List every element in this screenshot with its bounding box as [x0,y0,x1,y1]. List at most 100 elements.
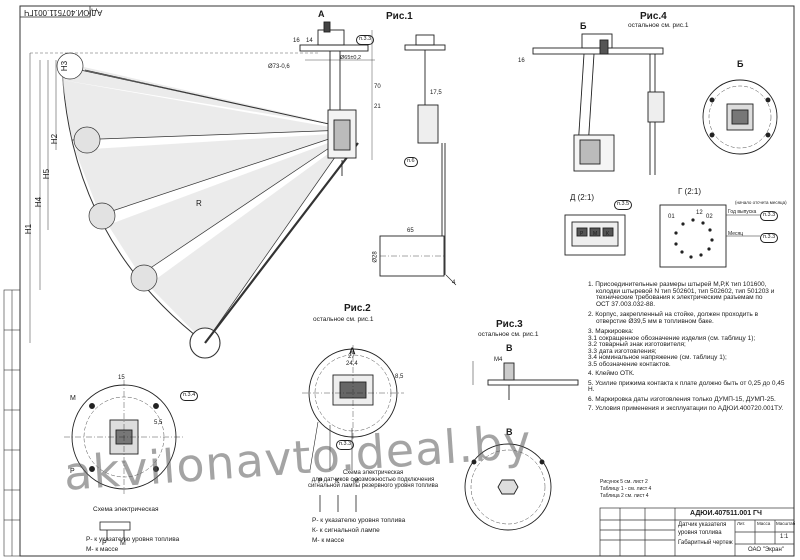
fig2-view-a-label: А [349,346,356,356]
sheet-frame [19,5,795,557]
note-line: 2. Корпус, закрепленный на стойке, долже… [588,311,759,318]
dim-85: 8,5 [395,374,404,380]
note-line: отверстие Ø39,5 мм в топливном баке. [596,317,714,325]
fig3-view-v [464,443,552,531]
note-line: 7. Условия применения и эксплуатации по … [588,405,784,412]
fig4-sensor [532,33,665,175]
detail-g-month: Месяц [728,231,744,237]
fig1-legend-p: Р- к указателю уровня топлива [86,536,180,543]
dim-h3: H3 [60,60,70,72]
fig3-title: Рис.3 [496,319,523,330]
fig2-title: Рис.2 [344,303,371,314]
note-line: 3.3 дата изготовления; [588,347,657,355]
dim-27: 27 [348,354,355,360]
detail-d-connector [564,214,626,256]
note-line: 5. Усилие прижима контакта к плате должн… [588,379,785,393]
fig2-schema-title: Схема электрическая для датчиков с возмо… [308,470,439,490]
fig2-legend-m: М- к массе [312,537,345,544]
detail-d-pin-p: Р [580,231,584,237]
fig1-side-projection [379,34,457,286]
fig1-pin-m: М [120,540,126,547]
ref-line: Таблица 2 см. лист 4 [600,493,649,499]
detail-d-pin-m: М [593,231,598,237]
ref-line: Рисунок 5 см. лист 2 [600,479,648,485]
dim-244: 24,4 [346,361,358,367]
detail-g-year: Год выпуска [728,209,757,215]
left-margin-stamp [3,289,21,557]
callout-p6: п.6 [404,157,418,167]
title-block-scale: 1:1 [780,534,789,540]
note-line: колодки штыревой N тип 502601, тип 50260… [596,287,775,295]
note-line: ОСТ 37.003.032-88. [596,300,656,308]
dim-55: 5,5 [154,420,163,426]
title-block-name2: уровня топлива [678,530,722,536]
title-block-scale-label: Масштаб [776,521,796,526]
fig3-subtitle: остальное см. рис.1 [478,331,539,338]
note-line: 4. Клеймо ОТК. [588,370,635,377]
dim-r: R [196,199,202,208]
callout-p33-fig1: п.3.3 [356,35,375,45]
callout-p33-month: п.3.3 [760,233,779,243]
fig3-side [472,361,579,400]
detail-g-num-02: 02 [706,214,713,220]
note-line: 1. Присоединительные размеры штырей М,Р,… [588,281,767,288]
fig1-sensor-body [299,21,375,176]
note-line: 3. Маркировка: [588,328,634,335]
header-code-box [19,5,91,18]
dim-70: 70 [374,84,381,90]
fig1-float-arc [29,52,359,359]
view-b-title: Б [737,59,744,69]
title-block-company: ОАО "Экран" [748,547,784,553]
detail-d-title: Д (2:1) [570,193,595,202]
dim-h1: H1 [24,223,34,235]
note-line: 3.1 сокращенное обозначение изделия (см.… [588,334,756,342]
fig2-pin-m: М [353,478,359,485]
fig1-bottom-pin-m: М [70,395,76,402]
view-b-top [702,79,778,155]
note-line: 6. Маркировка даты изготовления только Д… [588,395,776,403]
dim-4: 4 [452,280,456,286]
fig2-schema [319,495,357,512]
view-v-title: В [506,427,513,437]
dim-d28: Ø28 [372,251,379,263]
fig4-subtitle: остальное см. рис.1 [628,22,689,29]
fig1-legend-m: М- к массе [86,546,119,553]
callout-p33-g: п.3.3 [760,211,779,221]
dim-16-fig4: 16 [518,58,525,64]
fig1-pin-p: Р [102,540,107,547]
fig2-pin-p: Р [318,478,323,485]
fig1-bottom-pin-p: Р [70,468,75,475]
fig2-legend-p: Р- к указателю уровня топлива [312,517,406,524]
dim-16: 16 [293,38,300,44]
fig4-view-b-label: Б [580,21,587,31]
detail-g-num-01: 01 [668,214,675,220]
fig1-schema-title: Схема электрическая [93,506,159,513]
fig2-legend-k: К- к сигнальной лампе [312,527,380,534]
note-line: 3.4 номинальное напряжение (см. таблицу … [588,354,727,361]
detail-d-pin-k: К [606,231,609,237]
detail-g-note: (начало отсчета месяца) [735,200,787,205]
title-block [599,507,795,557]
dim-21: 21 [374,104,381,110]
callout-p35: п.3.5 [614,200,633,210]
dim-65: 65 [407,228,414,234]
fig1-view-a-label: А [318,9,325,19]
dim-h5: H5 [42,168,52,180]
dim-15: 15 [118,375,125,381]
note-line: технические требования к электрическим р… [596,294,763,301]
detail-g-num-12: 12 [696,210,703,216]
title-block-name3: Габаритный чертеж [678,540,733,546]
fig1-title: Рис.1 [386,11,413,22]
dim-d65: Ø65±0,2 [340,55,362,61]
dim-h2: H2 [50,133,60,145]
dim-d73: Ø73-0,6 [268,64,290,70]
header-drawing-code: АДЮИ.407511.001ГЧ [24,8,103,17]
title-block-name1: Датчик указателя [678,522,727,528]
fig4-title: Рис.4 [640,11,667,22]
note-line: 3.5 обозначение контактов. [588,360,671,368]
title-block-mass: Масса [757,521,771,526]
detail-g-date-dial [659,204,760,268]
callout-p34: п.3.4 [180,391,199,401]
note-line: 3.2 товарный знак изготовителя; [588,341,686,348]
